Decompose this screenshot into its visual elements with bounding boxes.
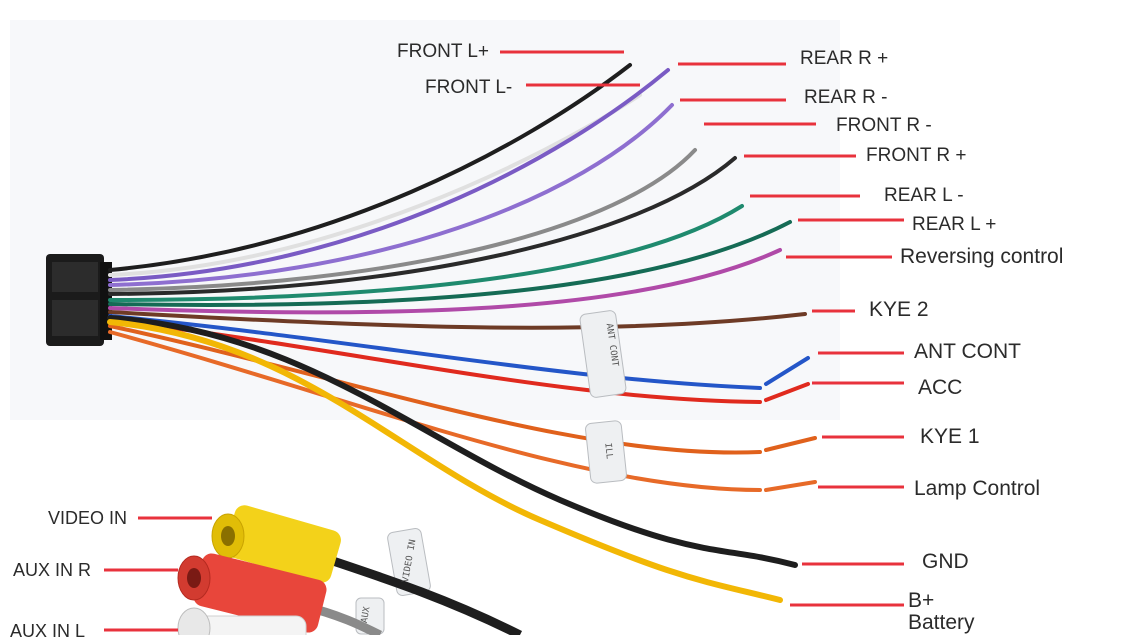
label-aux-in-l: AUX IN L	[10, 621, 86, 641]
rca-cables	[177, 505, 523, 635]
label-rear-r-plus: REAR R +	[800, 48, 889, 69]
rca-plug-white	[177, 607, 307, 635]
label-lamp-control: Lamp Control	[914, 477, 1041, 500]
wire-reversing-control	[108, 248, 782, 315]
label-video-in: VIDEO IN	[48, 508, 128, 528]
rca-plug-red	[177, 553, 327, 633]
label-front-l-minus: FRONT L-	[425, 77, 513, 98]
wire-lamp-control	[108, 330, 762, 492]
wire-ant-cont	[108, 314, 762, 390]
wire-tag-ill: ILL	[602, 442, 614, 460]
wire-kye2	[108, 310, 807, 330]
wire-gnd	[107, 315, 798, 568]
wire-bundle	[107, 63, 817, 603]
label-front-r-minus: FRONT R -	[836, 115, 932, 136]
wire-rear-r-plus	[108, 68, 670, 282]
label-rear-l-plus: REAR L +	[912, 214, 997, 235]
label-reversing-control: Reversing control	[900, 245, 1064, 268]
label-b-plus: B+	[908, 589, 935, 612]
label-rear-l-minus: REAR L -	[884, 185, 964, 206]
label-gnd: GND	[922, 550, 969, 573]
label-kye2: KYE 2	[869, 298, 929, 321]
wire-front-l-plus	[108, 63, 632, 272]
wire-ant-cont-end	[764, 356, 810, 386]
wire-front-r-plus	[108, 156, 737, 296]
label-rear-r-minus: REAR R -	[804, 87, 888, 108]
wire-kye1-end	[764, 436, 817, 452]
harness-connector	[46, 254, 112, 346]
label-ant-cont: ANT CONT	[914, 340, 1021, 363]
rca-plug-yellow	[211, 505, 341, 583]
wire-battery	[107, 319, 783, 603]
label-kye1: KYE 1	[920, 425, 980, 448]
label-aux-in-r: AUX IN R	[13, 560, 92, 580]
label-battery: Battery	[908, 611, 975, 634]
leader-lines	[104, 50, 904, 632]
label-front-r-plus: FRONT R +	[866, 145, 967, 166]
wire-front-r-minus	[108, 148, 697, 292]
label-acc: ACC	[918, 376, 963, 399]
wire-acc-end	[764, 382, 810, 402]
wire-lamp-control-end	[764, 480, 817, 492]
wire-rear-l-plus	[108, 220, 792, 308]
label-front-l-plus: FRONT L+	[397, 41, 490, 62]
wire-rear-l-minus	[108, 204, 744, 302]
wire-rear-r-minus	[108, 103, 674, 287]
wire-kye1	[108, 324, 762, 455]
